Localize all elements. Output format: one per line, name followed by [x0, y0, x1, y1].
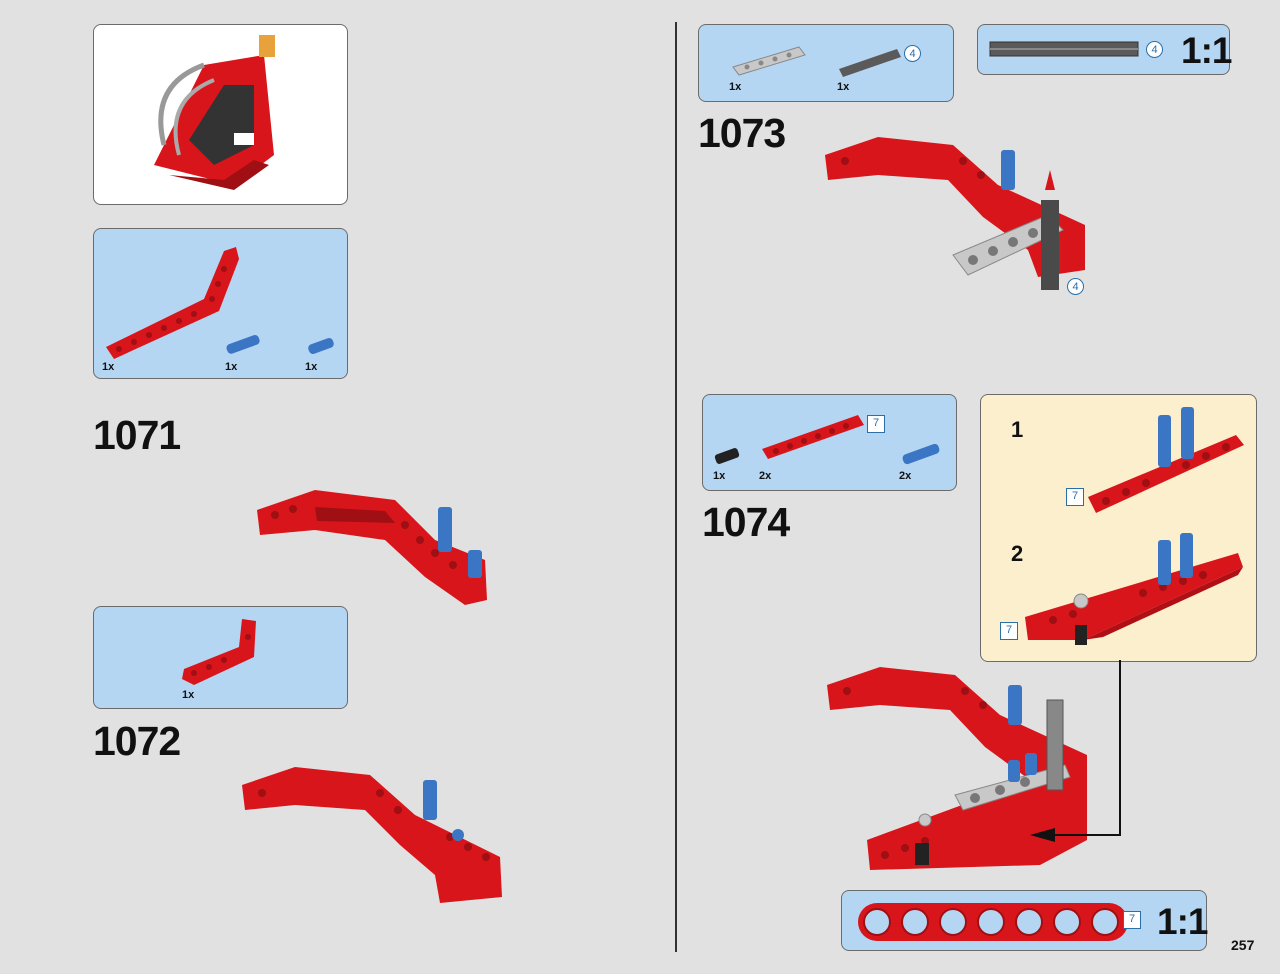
step-number-1072: 1072	[93, 718, 181, 764]
length-callout: 4	[904, 45, 921, 62]
step-1074-model-icon	[827, 667, 1087, 870]
assembly-arrow-icon	[1030, 660, 1121, 842]
step-1073-model-icon	[825, 137, 1085, 290]
step-number-1071: 1071	[93, 412, 181, 458]
blue-pin-long-icon	[226, 334, 260, 354]
scale-label: 1:1	[1181, 30, 1232, 71]
parts-box-1071: 1x 1x 1x	[93, 228, 348, 379]
length-callout: 4	[1146, 41, 1163, 58]
step-1072-model-icon	[242, 767, 502, 903]
subassembly-box: 1 7 2 7	[980, 394, 1257, 662]
substep-1-icon	[1088, 407, 1244, 513]
part-qty: 1x	[225, 361, 238, 373]
substep-number: 1	[1011, 417, 1024, 442]
step-1071-model-icon	[257, 490, 487, 605]
black-connector-icon	[714, 448, 740, 464]
parts-box-1073: 4 1x 1x	[698, 24, 954, 102]
l-liftarm-icon	[182, 619, 256, 685]
scale-label: 1:1	[1157, 901, 1208, 942]
gray-liftarm-icon	[732, 46, 806, 76]
part-qty: 1x	[102, 361, 115, 373]
parts-box-1072: 1x	[93, 606, 348, 709]
scale-box-beam: 7 1:1	[841, 890, 1208, 951]
blue-pin-icon	[902, 443, 940, 465]
length-callout: 4	[1067, 278, 1084, 295]
bent-liftarm-icon	[106, 247, 239, 359]
page-number: 257	[1231, 937, 1255, 953]
red-straight-beam-icon	[762, 415, 864, 459]
part-qty: 1x	[305, 361, 318, 373]
parts-box-1074: 7 1x 2x 2x	[702, 394, 957, 491]
axle-scale-icon	[989, 41, 1139, 57]
length-callout: 7	[1000, 622, 1018, 640]
scale-box-axle: 4 1:1	[977, 24, 1232, 75]
part-qty: 2x	[759, 470, 772, 482]
part-qty: 1x	[837, 81, 850, 93]
length-callout: 7	[1123, 911, 1141, 929]
beam-scale-icon	[858, 903, 1128, 941]
part-qty: 2x	[899, 470, 912, 482]
step-number-1073: 1073	[698, 110, 786, 156]
length-callout: 7	[867, 415, 885, 433]
part-qty: 1x	[729, 81, 742, 93]
axle-icon	[839, 49, 901, 77]
part-qty: 1x	[713, 470, 726, 482]
length-callout: 7	[1066, 488, 1084, 506]
substep-number: 2	[1011, 541, 1024, 566]
blue-pin-short-icon	[308, 337, 334, 355]
preview-box	[93, 24, 348, 205]
step-number-1074: 1074	[702, 499, 790, 545]
page-divider	[675, 22, 677, 952]
substep-2-icon	[1025, 533, 1243, 645]
part-qty: 1x	[182, 689, 195, 701]
assembled-seat-model-icon	[154, 35, 275, 190]
